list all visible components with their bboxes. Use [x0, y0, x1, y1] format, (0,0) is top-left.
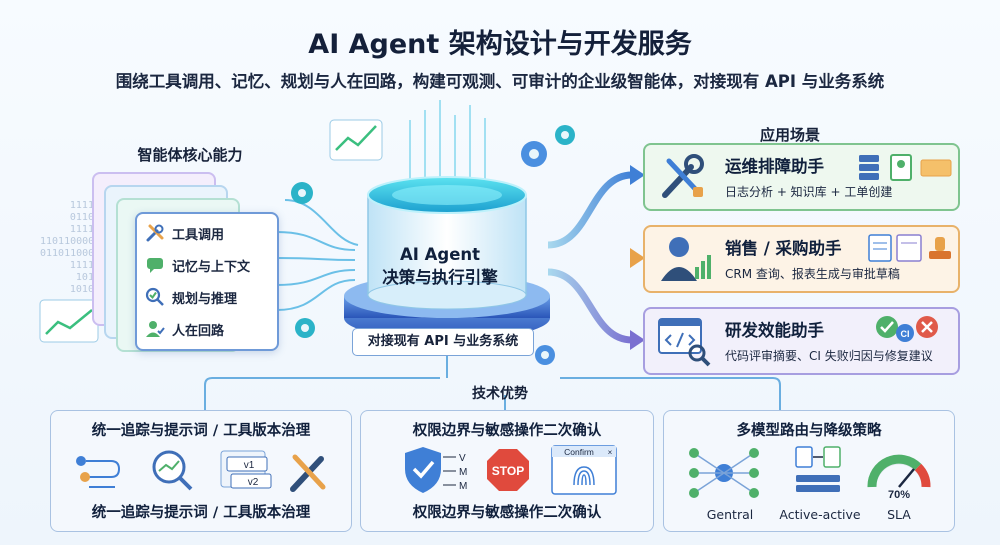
scenario-name: 运维排障助手	[725, 157, 824, 176]
tools-icon	[290, 454, 326, 492]
version-badge-v2: v2	[248, 477, 259, 488]
scenario-name: 销售 / 采购助手	[725, 239, 842, 258]
check-ci-cross-icons: CI	[876, 316, 938, 342]
tracing-icons: v1 v2	[76, 450, 326, 492]
model-router-icon	[689, 448, 759, 498]
fingerprint-icon	[573, 466, 595, 486]
magnifier-check-icon	[145, 287, 164, 306]
core-capabilities-card: 工具调用 记忆与上下文 规划与推理 人在回路	[135, 212, 279, 351]
scenario-desc: 代码评审摘要、CI 失败归因与修复建议	[725, 349, 933, 363]
advantage-heading: 多模型路由与降级策略	[736, 423, 882, 439]
chart-card-icon	[329, 119, 383, 161]
capability-planning: 规划与推理	[145, 285, 237, 309]
routing-label: Gentral	[706, 507, 754, 522]
gear-icon	[291, 182, 313, 204]
scenarios-title: 应用场景	[759, 126, 820, 144]
advantage-heading: 权限边界与敏感操作二次确认	[412, 423, 602, 439]
close-icon: ×	[608, 448, 613, 457]
svg-text:CI: CI	[901, 329, 910, 339]
tools-icon	[146, 224, 164, 242]
engine-label: AI Agent 决策与执行引擎	[382, 245, 498, 287]
stop-sign-icon: STOP	[487, 449, 529, 491]
advantage-heading: 统一追踪与提示词 / 工具版本治理	[91, 423, 311, 439]
scenario-desc: CRM 查询、报表生成与审批草稿	[725, 267, 900, 281]
sla-gauge-icon: 70%	[867, 454, 931, 499]
scenario-devops-assistant: 研发效能助手 代码评审摘要、CI 失败归因与修复建议 CI	[643, 307, 960, 375]
advantages-title: 技术优势	[472, 386, 528, 402]
wrench-screwdriver-icon	[662, 154, 704, 198]
code-window-magnifier-icon	[658, 318, 711, 367]
sla-gauge-value: 70%	[888, 489, 910, 499]
capability-human-in-loop: 人在回路	[145, 317, 224, 341]
policy-badge: M	[459, 481, 467, 492]
advantage-footer: 权限边界与敏感操作二次确认	[412, 505, 602, 521]
advantage-model-routing: 多模型路由与降级策略 70% Gentral Active-active SLA	[663, 410, 955, 532]
scenario-sales-assistant: 销售 / 采购助手 CRM 查询、报表生成与审批草稿	[643, 225, 960, 293]
scenario-name: 研发效能助手	[725, 321, 824, 340]
chat-bubble-icon	[147, 258, 163, 273]
policy-badge: M	[459, 467, 467, 478]
light-rays	[409, 100, 486, 185]
stop-label: STOP	[492, 464, 524, 478]
confirm-title: Confirm	[564, 447, 594, 457]
advantage-footer: 统一追踪与提示词 / 工具版本治理	[91, 505, 311, 521]
capability-tool-calling: 工具调用	[145, 221, 224, 245]
trace-flow-icon	[76, 456, 121, 488]
routing-label: Active-active	[779, 507, 861, 522]
routing-label: SLA	[887, 507, 911, 522]
advantage-permission-boundary: 权限边界与敏感操作二次确认 V M M STOP Confirm × 权限边界与…	[360, 410, 654, 532]
policy-badge: V	[459, 453, 466, 464]
capability-memory: 记忆与上下文	[145, 253, 250, 277]
magnifier-chart-icon	[152, 450, 193, 491]
server-doc-ticket-icons	[859, 154, 952, 181]
person-chart-icon	[661, 237, 711, 281]
confirm-dialog-icon: Confirm ×	[551, 445, 617, 495]
api-integration-label: 对接现有 API 与业务系统	[352, 328, 534, 356]
chart-card-icon	[39, 299, 99, 343]
core-capabilities-title: 智能体核心能力	[137, 146, 243, 164]
version-badge-v1: v1	[244, 460, 255, 471]
person-check-icon	[146, 321, 165, 337]
page-title: AI Agent 架构设计与开发服务	[308, 29, 692, 60]
shield-check-icon: V M M	[405, 447, 467, 493]
advantage-tracing-governance: 统一追踪与提示词 / 工具版本治理 v1 v2 统一追踪与提示词 / 工具版本治…	[50, 410, 352, 532]
version-stack-icon: v1 v2	[220, 450, 272, 489]
scenario-desc: 日志分析 + 知识库 + 工单创建	[725, 185, 893, 199]
scenario-ops-assistant: 运维排障助手 日志分析 + 知识库 + 工单创建	[643, 143, 960, 211]
active-active-servers-icon	[795, 446, 841, 492]
page-subtitle: 围绕工具调用、记忆、规划与人在回路，构建可观测、可审计的企业级智能体，对接现有 …	[115, 72, 885, 91]
report-stamp-icons	[868, 234, 951, 262]
